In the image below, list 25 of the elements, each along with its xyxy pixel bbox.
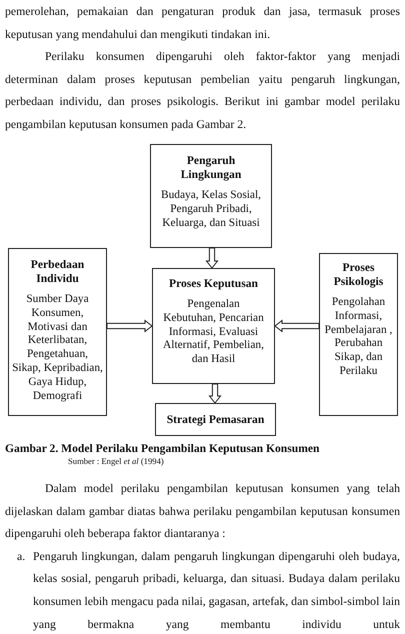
block-arrow xyxy=(106,319,153,333)
body-paragraph: Perilaku konsumen dipengaruhi oleh faktor-faktor yang menjadi determinan dalam proses keputusan pembelian yaitu pengaruh lingkungan, perbedaan individu, dan proses psikologis. Berikut ini gambar model perilaku pengambilan keputusan konsumen pada Gambar 2. xyxy=(5,48,400,133)
box-heading: Proses Keputusan xyxy=(168,277,258,291)
process-box xyxy=(150,144,272,248)
block-arrow xyxy=(274,319,320,333)
box-text: Sumber Daya Konsumen, Motivasi dan Keterlibatan, Pengetahuan, Sikap, Kepribadian, Gaya Hidup, Demografi xyxy=(12,293,103,404)
list-marker: a. xyxy=(17,548,26,565)
box-heading: Proses Psikologis xyxy=(332,261,384,289)
body-paragraph: pemerolehan, pemakaian dan pengaturan produk dan jasa, termasuk proses keputusan yang mendahului dan mengikuti tindakan ini. xyxy=(5,3,400,43)
box-text: Budaya, Kelas Sosial, Pengaruh Pribadi, Keluarga, dan Situasi xyxy=(160,189,262,230)
box-text: Pengenalan Kebutuhan, Pencarian Informasi, Evaluasi Alternatif, Pembelian, dan Hasil xyxy=(162,298,265,367)
box-heading: Pengaruh Lingkungan xyxy=(180,154,242,182)
process-box xyxy=(319,253,398,416)
process-box xyxy=(155,403,276,436)
box-heading: Strategi Pemasaran xyxy=(166,413,264,427)
block-arrow xyxy=(205,248,219,269)
box-heading: Perbedaan Individu xyxy=(30,258,86,286)
body-paragraph: Dalam model perilaku pengambilan keputusan konsumen yang telah dijelaskan dalam gambar diatas bahwa perilaku pengambilan keputusan konsumen dipengaruhi oleh beberapa faktor diantaranya : xyxy=(5,480,400,542)
box-text: Pengolahan Informasi, Pembelajaran , Perubahan Sikap, dan Perilaku xyxy=(324,296,394,379)
figure-caption: Gambar 2. Model Perilaku Pengambilan Keputusan Konsumen xyxy=(5,442,320,456)
process-box xyxy=(8,248,107,416)
body-paragraph: Pengaruh lingkungan, dalam pengaruh lingkungan dipengaruhi oleh budaya, kelas sosial, pengaruh pribadi, keluarga, dan situasi. Budaya dalam perilaku konsumen lebih mengacu pada nilai, gagasan, artefak, dan simbol-simbol lain yang bermakna yang membantu individu untuk xyxy=(33,548,400,633)
process-box xyxy=(152,268,275,384)
source-note: Sumber : Engel et al (1994) xyxy=(68,456,165,467)
block-arrow xyxy=(208,384,222,404)
